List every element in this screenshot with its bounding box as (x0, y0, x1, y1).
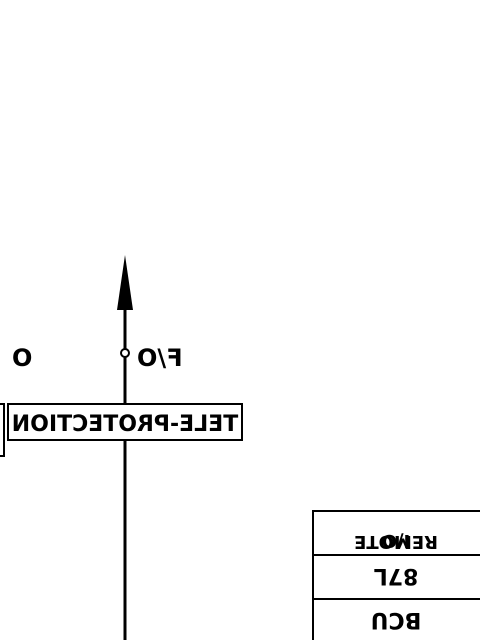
tele-protection-box (7, 403, 243, 441)
connection-dot-icon (120, 348, 130, 358)
bcu-label: BCU (371, 607, 422, 632)
tele-protection-label: TELE-PROTECTION (12, 412, 238, 437)
left-partial-label: O (12, 344, 32, 372)
bcu-box (312, 598, 480, 640)
left-partial-box (0, 403, 5, 457)
arrow-head-icon (117, 255, 133, 310)
fiber-optic-label: F/O (137, 344, 183, 372)
remote-io-top-label: I/O (382, 530, 411, 551)
remote-io-bottom-label: REMOTE (354, 531, 438, 552)
code-87l-label: 87L (374, 563, 419, 588)
